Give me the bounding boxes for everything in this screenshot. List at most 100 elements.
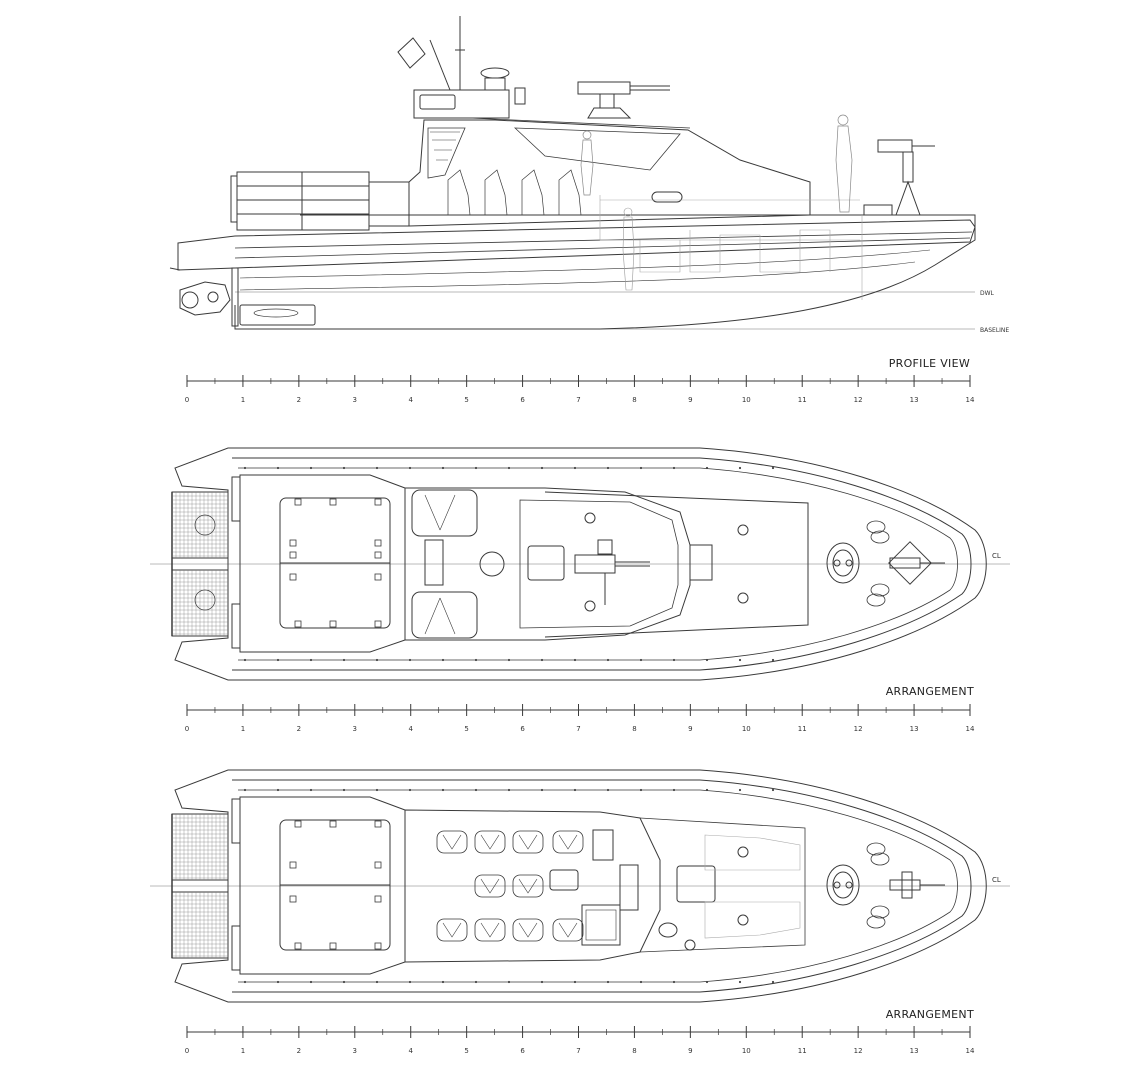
- interior-hidden-lines: [599, 195, 863, 300]
- arrangement-1-view: CL: [150, 447, 1010, 733]
- baseline-label: BASELINE: [980, 327, 1009, 334]
- scale-tick-label: 5: [464, 1047, 468, 1055]
- engine-block-2: [581, 904, 621, 946]
- crew-figure-cabin: [580, 130, 594, 196]
- hull-profile: [234, 214, 976, 330]
- cabin-interior-2: [404, 809, 661, 963]
- centerline-label-1: CL: [992, 552, 1001, 560]
- scale-tick-label: 3: [353, 1047, 357, 1055]
- scale-tick-label: 2: [297, 396, 301, 404]
- cabin-windows: [513, 127, 681, 171]
- profile-view: DWL BASELINE: [169, 16, 1009, 404]
- hatch-fittings-1: [289, 498, 382, 628]
- scale-tick-label: 3: [353, 396, 357, 404]
- scale-tick-label: 9: [688, 725, 692, 733]
- scale-tick-label: 4: [408, 396, 413, 404]
- scale-tick-label: 2: [297, 725, 301, 733]
- bow-weapon-2: [889, 871, 945, 899]
- arrangement-1-title: ARRANGEMENT: [885, 685, 974, 698]
- deck-hatch-1: [527, 545, 565, 581]
- deck-weapon-1: [574, 539, 650, 605]
- scale-tick-label: 11: [798, 725, 807, 733]
- scale-tick-label: 6: [520, 725, 525, 733]
- bow-cleats-2: [866, 842, 890, 929]
- scale-tick-label: 0: [185, 396, 189, 404]
- scale-tick-label: 7: [576, 1047, 580, 1055]
- scale-tick-label: 9: [688, 1047, 692, 1055]
- passenger-seat: [552, 918, 584, 942]
- scale-tick-label: 13: [910, 725, 919, 733]
- scale-tick-label: 12: [854, 396, 863, 404]
- scale-tick-label: 7: [576, 396, 580, 404]
- waterjet-unit: [179, 281, 231, 316]
- scale-tick-label: 10: [742, 1047, 751, 1055]
- flag-icon: [397, 37, 426, 69]
- scale-tick-label: 6: [520, 1047, 525, 1055]
- scale-tick-label: 9: [688, 396, 692, 404]
- centerline-label-2: CL: [992, 876, 1001, 884]
- scale-tick-label: 0: [185, 725, 189, 733]
- scale-tick-label: 13: [910, 1047, 919, 1055]
- scale-tick-label: 6: [520, 396, 525, 404]
- arrangement-2-view: CL: [150, 769, 1010, 1055]
- cabin: [408, 119, 811, 227]
- scale-tick-label: 2: [297, 1047, 301, 1055]
- scale-tick-label: 4: [408, 1047, 413, 1055]
- profile-view-title: PROFILE VIEW: [888, 357, 970, 370]
- scale-tick-label: 8: [632, 1047, 636, 1055]
- passenger-seat: [436, 830, 468, 854]
- anchor-well-1: [826, 542, 860, 584]
- scale-tick-label: 7: [576, 725, 580, 733]
- helm-seat-port: [411, 489, 478, 537]
- scale-tick-label: 13: [910, 396, 919, 404]
- deck-hatch-2: [676, 865, 716, 903]
- bow-weapon-mount: [863, 139, 935, 216]
- deck-outline-1: [174, 447, 987, 681]
- radar-dome: [480, 67, 510, 79]
- tube-collar: [177, 219, 976, 271]
- passenger-seat: [474, 918, 506, 942]
- passenger-seats-2: [436, 830, 584, 942]
- dwl-label: DWL: [980, 290, 995, 297]
- scale-tick-label: 10: [742, 396, 751, 404]
- mast-radar: [397, 16, 526, 119]
- passenger-seat: [512, 830, 544, 854]
- head-toilet-2: [658, 922, 678, 938]
- scale-tick-label: 14: [966, 396, 975, 404]
- scale-tick-label: 14: [966, 725, 975, 733]
- grating-hatch-1: [172, 492, 228, 636]
- deck-fastener-dots-2: [243, 788, 775, 984]
- scale-tick-label: 12: [854, 725, 863, 733]
- anchor-well-2: [826, 864, 860, 906]
- arrangement-2-title: ARRANGEMENT: [885, 1008, 974, 1021]
- scale-tick-label: 1: [241, 396, 245, 404]
- scale-tick-label: 1: [241, 1047, 245, 1055]
- scale-tick-label: 5: [464, 725, 468, 733]
- passenger-seat: [552, 830, 584, 854]
- passenger-seat: [474, 830, 506, 854]
- passenger-seat: [474, 874, 506, 898]
- scale-tick-label: 1: [241, 725, 245, 733]
- hatch-fittings-2: [289, 820, 382, 950]
- foredeck-1: [544, 491, 809, 638]
- scale-tick-label: 3: [353, 725, 357, 733]
- scale-tick-label: 5: [464, 396, 468, 404]
- passenger-seat: [512, 918, 544, 942]
- passenger-seat: [512, 874, 544, 898]
- profile-seats: [447, 169, 582, 216]
- deck-fastener-dots-1: [243, 466, 775, 662]
- passenger-seat: [436, 918, 468, 942]
- grating-hatch-2: [172, 814, 228, 958]
- bow-cleats-1: [866, 520, 890, 607]
- crew-figure-lower: [622, 207, 635, 291]
- exhaust-housing: [239, 304, 316, 326]
- scale-tick-label: 8: [632, 725, 636, 733]
- scale-tick-label: 10: [742, 725, 751, 733]
- scale-tick-label: 8: [632, 396, 636, 404]
- helm-seat-stbd: [411, 591, 478, 639]
- aft-cargo-rack: [230, 171, 410, 231]
